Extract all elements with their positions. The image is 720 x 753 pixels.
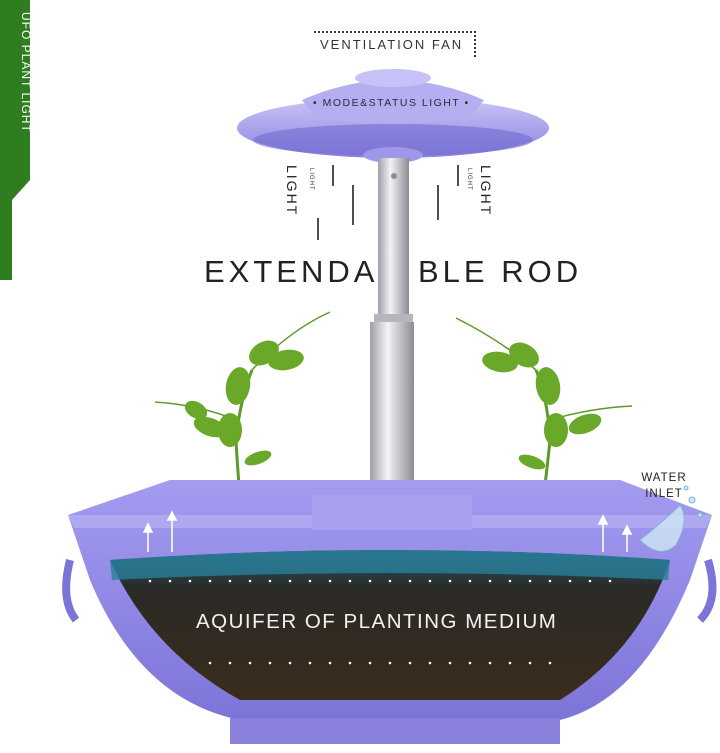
light-label-left: LIGHT xyxy=(284,165,300,217)
side-banner: UFO PLANT LIGHT xyxy=(0,0,34,280)
light-label-right-small: LIGHT xyxy=(466,168,472,191)
extendable-rod xyxy=(370,158,414,497)
left-leaves xyxy=(184,340,304,466)
water-splash-icon xyxy=(639,485,703,552)
mode-status-light-label: • MODE&STATUS LIGHT • xyxy=(313,97,470,109)
lamp-head xyxy=(237,69,549,163)
light-rays xyxy=(317,165,459,240)
aquifer-label: AQUIFER OF PLANTING MEDIUM xyxy=(196,610,558,633)
banner-text: UFO PLANT LIGHT xyxy=(19,12,33,133)
extendable-rod-label-part1: EXTENDA xyxy=(204,254,379,289)
extendable-rod-label-part2: BLE ROD xyxy=(418,254,583,289)
ventilation-fan-label: VENTILATION FAN xyxy=(320,37,464,52)
capillary-arrows xyxy=(142,510,633,552)
light-label-right: LIGHT xyxy=(478,165,494,217)
water-level-dots xyxy=(148,579,612,665)
light-label-left-small: LIGHT xyxy=(308,168,314,191)
right-leaves xyxy=(482,342,602,470)
fan-callout-line xyxy=(314,31,476,57)
water-inlet-label: WATER INLET xyxy=(641,472,687,500)
